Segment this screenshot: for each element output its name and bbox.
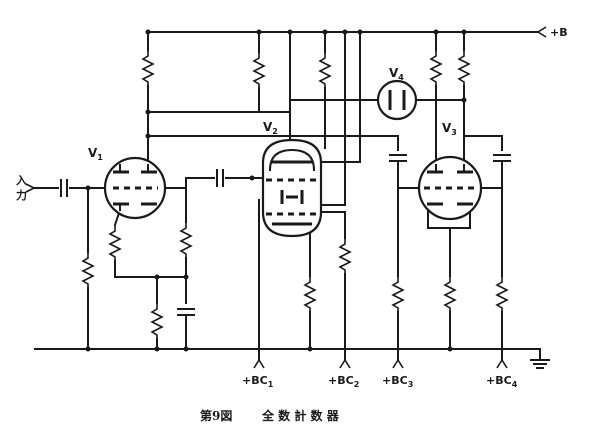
bias-label-bc2: +BC2 <box>328 374 359 389</box>
input-label-line1: 入 <box>16 174 27 187</box>
input-label-line2: 力 <box>16 188 27 202</box>
tube-v2 <box>261 138 323 238</box>
bias-label-bc1: +BC1 <box>242 374 274 389</box>
figure-title: 全 数 計 数 器 <box>261 408 340 423</box>
tube-v3 <box>417 155 483 221</box>
v3-circuit <box>389 29 511 369</box>
figure-number: 第9図 <box>200 408 232 423</box>
bias-label-bc3: +BC3 <box>382 374 413 389</box>
tube-v1-label: V1 <box>88 146 103 162</box>
tube-v1 <box>103 156 167 220</box>
v2-circuit <box>147 29 399 369</box>
v1-circuit <box>82 29 263 352</box>
bias-label-bc4: +BC4 <box>486 374 518 389</box>
tube-v2-label: V2 <box>263 120 278 136</box>
tube-v3-label: V3 <box>442 121 457 137</box>
tube-v4 <box>289 79 467 121</box>
tube-v4-label: V4 <box>389 66 404 82</box>
supply-label: +B <box>550 26 568 39</box>
ground-rail <box>34 348 550 369</box>
input-terminal <box>25 179 109 197</box>
